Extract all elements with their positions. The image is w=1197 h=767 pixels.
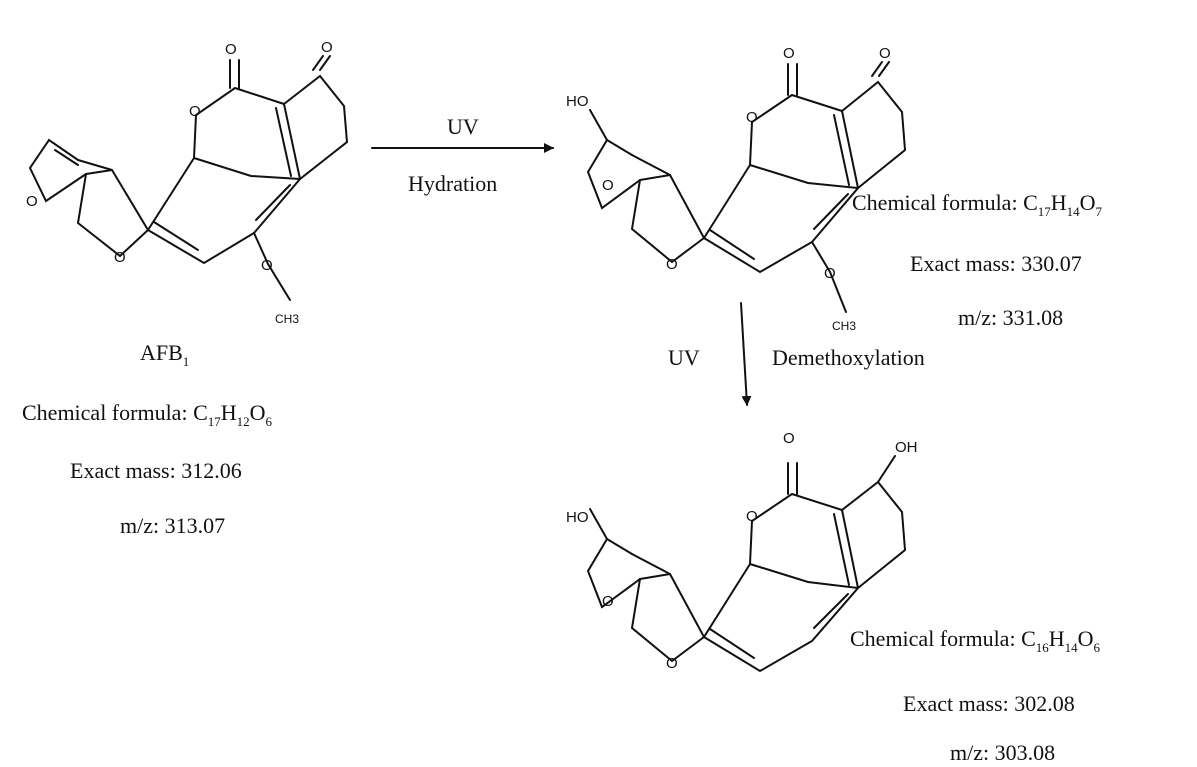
step1-process: Hydration [408, 171, 497, 196]
reactant-exact-mass: Exact mass: 312.06 [70, 458, 242, 483]
reactant-atom-methyl: CH3 [275, 312, 299, 326]
step1-arrow: UV Hydration [371, 114, 554, 196]
product-mz: m/z: 303.08 [950, 740, 1055, 765]
intermediate-exact-mass: Exact mass: 330.07 [910, 251, 1082, 276]
step1-reagent: UV [447, 114, 479, 139]
reactant-name: AFB1 [140, 340, 189, 369]
reactant-atom-o-ketone: O [321, 39, 333, 56]
product-atom-o-ring: O [746, 508, 758, 525]
intermediate-atom-methyl: CH3 [832, 319, 856, 333]
reactant-caption: AFB1 Chemical formula: C17H12O6 Exact ma… [22, 340, 273, 538]
reactant-formula: Chemical formula: C17H12O6 [22, 400, 273, 429]
intermediate-atom-o-lactone-carbonyl: O [783, 45, 795, 62]
product-atom-o-furan-b: O [666, 655, 678, 672]
step2-process: Demethoxylation [772, 345, 925, 370]
step2-arrow: UV Demethoxylation [668, 302, 925, 406]
product-atom-hydroxyl-right: OH [895, 439, 918, 456]
intermediate-atom-o-methoxy: O [824, 265, 836, 282]
product-atom-hydroxyl-left: HO [566, 509, 589, 526]
intermediate-caption: Chemical formula: C17H14O7 Exact mass: 3… [852, 190, 1103, 330]
product-exact-mass: Exact mass: 302.08 [903, 691, 1075, 716]
product-atom-o-furan-a: O [602, 593, 614, 610]
product-atom-o-lactone-carbonyl: O [783, 430, 795, 447]
reactant-atom-o-ring: O [189, 103, 201, 120]
product-caption: Chemical formula: C16H14O6 Exact mass: 3… [850, 626, 1101, 765]
intermediate-mz: m/z: 331.08 [958, 305, 1063, 330]
product-formula: Chemical formula: C16H14O6 [850, 626, 1101, 655]
product-structure: HO OH O O O O [566, 430, 918, 673]
reactant-atom-o-furan-b: O [114, 249, 126, 266]
reactant-atom-o-lactone-carbonyl: O [225, 41, 237, 58]
reactant-structure: O O O O O O CH3 [26, 39, 349, 326]
step2-reagent: UV [668, 345, 700, 370]
intermediate-atom-o-ring: O [746, 109, 758, 126]
intermediate-structure: HO O O O O O O CH3 [566, 45, 907, 333]
intermediate-formula: Chemical formula: C17H14O7 [852, 190, 1103, 219]
reactant-atom-o-furan-a: O [26, 193, 38, 210]
reactant-atom-o-methoxy: O [261, 257, 273, 274]
intermediate-atom-o-furan-b: O [666, 256, 678, 273]
intermediate-atom-hydroxyl: HO [566, 93, 589, 110]
intermediate-atom-o-furan-a: O [602, 177, 614, 194]
intermediate-atom-o-ketone: O [879, 45, 891, 62]
reactant-mz: m/z: 313.07 [120, 513, 225, 538]
